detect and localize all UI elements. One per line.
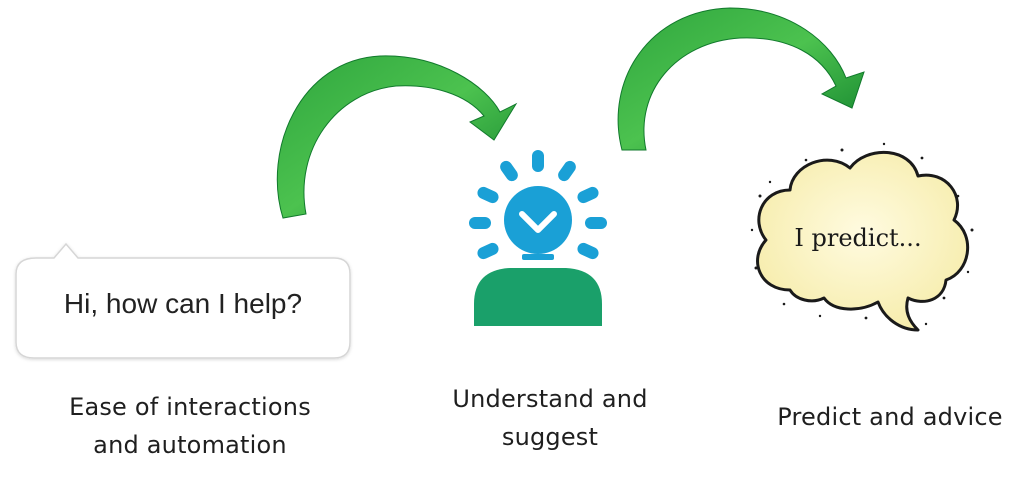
thought-cloud-icon bbox=[750, 142, 974, 332]
caption-line: and automation bbox=[93, 431, 287, 459]
step-caption-interactions: Ease of interactions and automation bbox=[40, 388, 340, 464]
caption-line: Predict and advice bbox=[777, 403, 1003, 431]
thought-cloud-text: I predict... bbox=[794, 224, 921, 252]
caption-line: suggest bbox=[501, 423, 599, 451]
step-caption-predict: Predict and advice bbox=[760, 398, 1020, 436]
chat-bubble-icon bbox=[15, 242, 351, 359]
chat-bubble-text: Hi, how can I help? bbox=[63, 288, 303, 319]
lightbulb-person-icon bbox=[469, 150, 607, 326]
step-caption-understand: Understand and suggest bbox=[420, 380, 680, 456]
curved-arrow-icon bbox=[276, 55, 518, 219]
caption-line: Ease of interactions bbox=[69, 393, 311, 421]
curved-arrow-icon-2 bbox=[617, 7, 865, 151]
caption-line: Understand and bbox=[452, 385, 648, 413]
